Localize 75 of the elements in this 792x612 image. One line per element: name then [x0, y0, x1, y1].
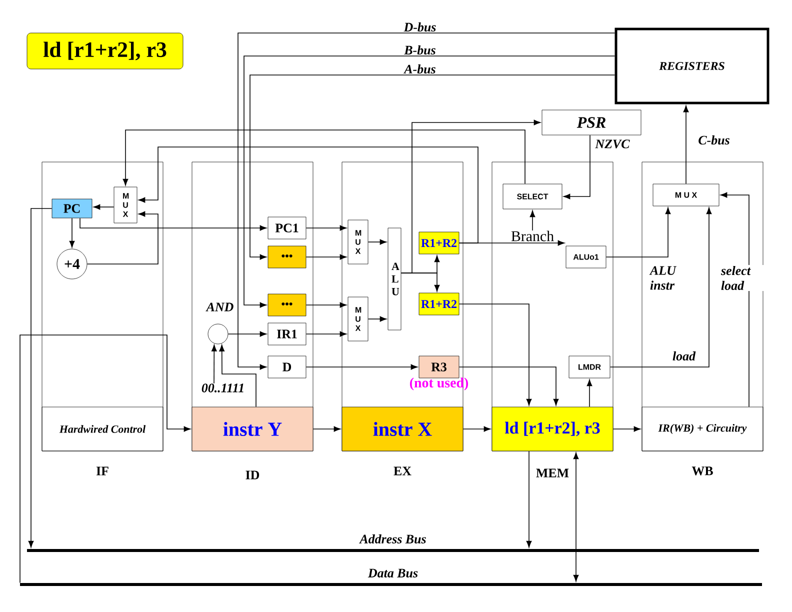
edge-label: ALU instr: [649, 265, 687, 291]
arrow: [606, 207, 671, 258]
arrow: [573, 452, 579, 582]
arrow: [368, 239, 387, 245]
register-box: R3: [418, 356, 460, 378]
instruction-box: ld [r1+r2], r3: [492, 406, 614, 452]
edge-label: NZVC: [594, 138, 631, 150]
register-box: PC1: [268, 216, 306, 240]
and-gate-circle: [208, 324, 228, 344]
arrow: [312, 426, 341, 432]
arrow: [526, 450, 532, 548]
arrow: [458, 366, 559, 406]
arrow: [228, 331, 267, 337]
arrow: [138, 146, 478, 244]
edge-label: C-bus: [697, 134, 731, 146]
arrow: [211, 344, 217, 384]
control-band: Hardwired Control: [42, 406, 164, 452]
bit-pattern-label: 00..1111: [202, 384, 244, 392]
bus-label: Address Bus: [359, 534, 426, 544]
arrow: [306, 302, 347, 308]
stage-label: IF: [96, 466, 108, 476]
register-box: IR1: [268, 322, 306, 346]
instruction-box: instr Y: [192, 406, 314, 452]
writeback-band: IR(WB) + Circuitry: [642, 406, 764, 452]
arrow: [458, 304, 532, 406]
gate-label: AND: [206, 302, 234, 312]
stage-label: EX: [394, 466, 412, 476]
arrow: [122, 130, 526, 186]
arrow: [458, 240, 565, 246]
arrow: [219, 344, 256, 408]
arrow: [306, 225, 347, 231]
arrow: [720, 192, 750, 408]
arrow: [563, 134, 590, 200]
stage-label: ID: [246, 470, 260, 480]
note-label: (not used): [410, 378, 468, 390]
register-box: PC: [52, 198, 92, 218]
arrow: [683, 105, 689, 184]
stage-label: MEM: [536, 468, 569, 478]
arrow: [250, 74, 616, 260]
arrow: [306, 331, 347, 337]
register-box: •••: [268, 294, 306, 316]
edge-label: A-bus: [403, 63, 437, 75]
arrow: [93, 204, 114, 210]
arrow: [530, 210, 536, 231]
title-box: ld [r1+r2], r3: [26, 32, 184, 70]
register-box: R1+R2: [418, 232, 460, 254]
edge-label: B-bus: [403, 44, 437, 56]
arrow: [238, 32, 616, 370]
arrow: [610, 207, 712, 368]
arrow: [368, 316, 387, 322]
arrow: [586, 379, 592, 408]
arrow: [306, 254, 347, 260]
arrow: [612, 426, 641, 432]
arrow: [244, 56, 616, 308]
signal-label: Branch: [511, 230, 554, 242]
arrow: [69, 218, 75, 248]
instruction-box: instr X: [342, 406, 464, 452]
arrow: [80, 218, 267, 231]
register-box: •••: [268, 246, 306, 268]
arrow: [28, 208, 52, 548]
register-box: R1+R2: [418, 292, 460, 316]
stage-label: WB: [692, 466, 713, 476]
edge-label: select load: [720, 265, 764, 291]
edge-label: load: [672, 350, 697, 362]
bus-label: Data Bus: [368, 568, 418, 578]
alu-box: A L U: [388, 228, 402, 330]
arrow: [86, 211, 158, 264]
register-file-box: REGISTERS: [614, 28, 770, 104]
register-box: D: [268, 356, 306, 378]
arrow: [306, 364, 418, 370]
register-box: PSR: [542, 110, 642, 136]
arrow: [462, 426, 491, 432]
arrow: [400, 272, 440, 292]
edge-label: D-bus: [402, 21, 438, 33]
arrow: [20, 334, 191, 584]
